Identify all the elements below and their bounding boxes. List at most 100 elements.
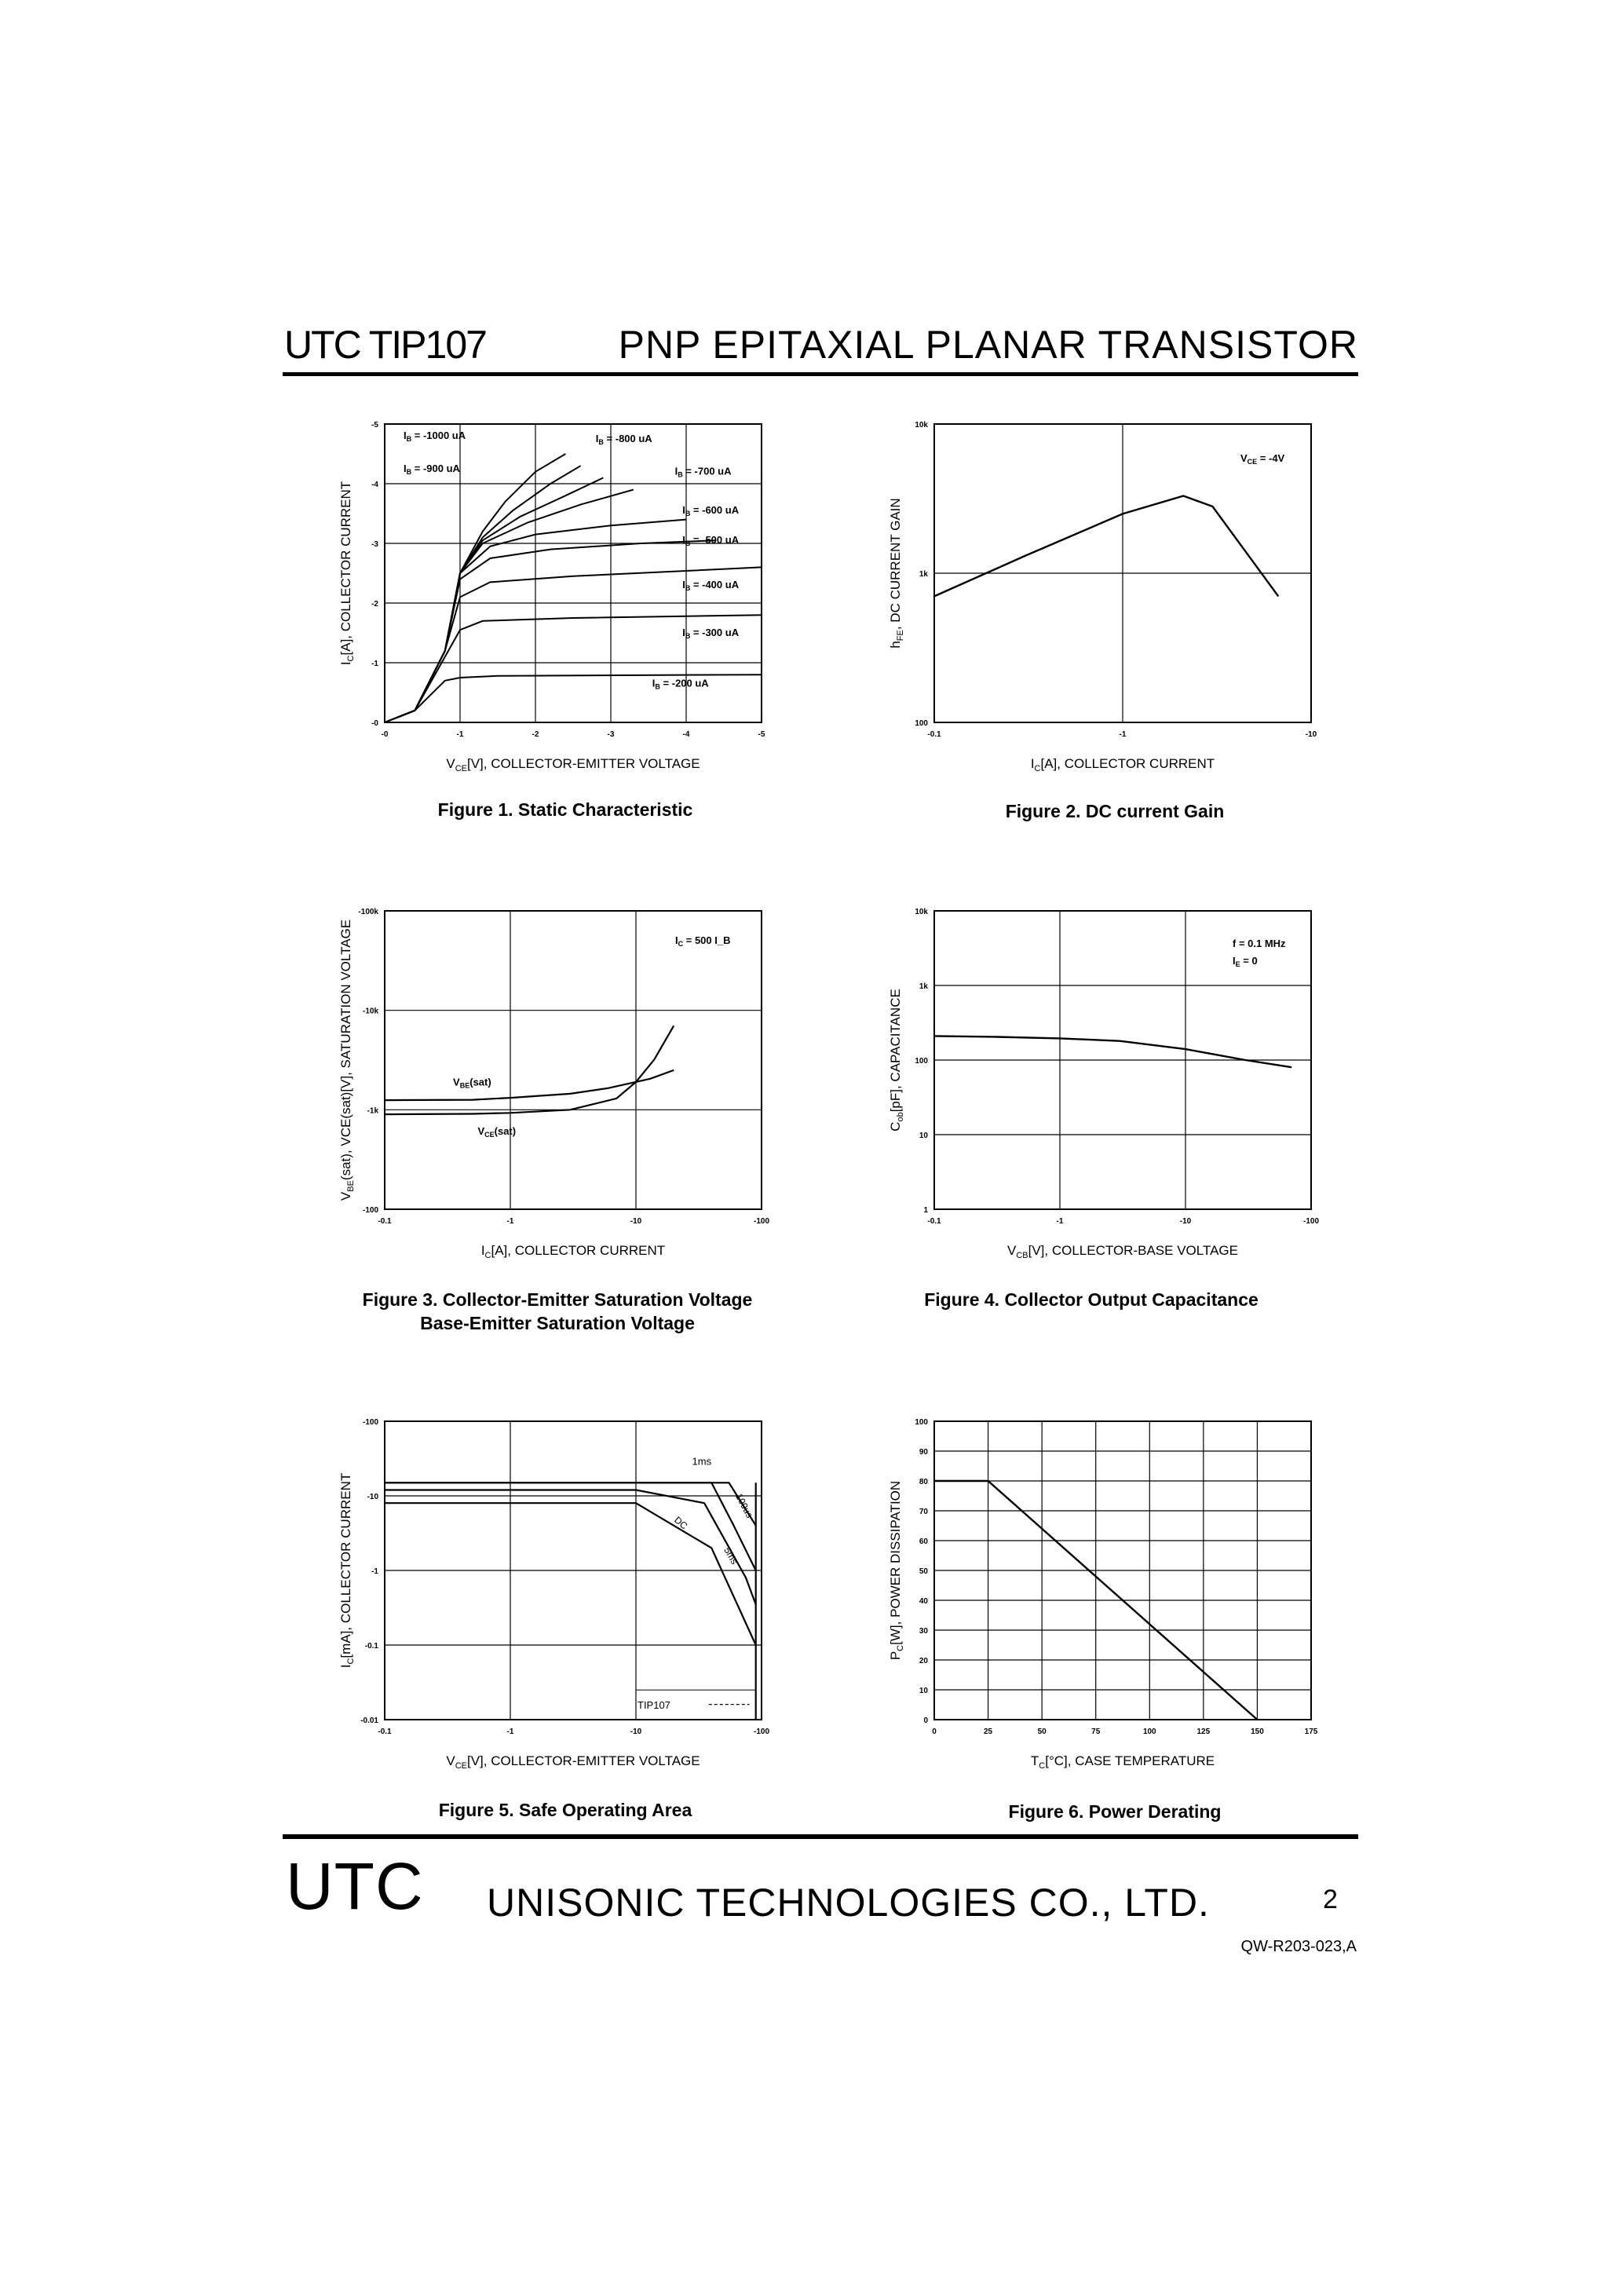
- y-tick-label: 10: [919, 1687, 929, 1695]
- y-axis-label-sub: C: [896, 1645, 905, 1651]
- curve-ib-1: [384, 465, 582, 723]
- utc-logo: UTC: [286, 1849, 424, 1923]
- y-axis-label-rest: [A], COLLECTOR CURRENT: [338, 481, 353, 656]
- y-axis-label-rest: , DC CURRENT GAIN: [888, 498, 903, 630]
- label-ib-500-rest: = -500 uA: [690, 534, 739, 546]
- y-axis-label-base: h: [888, 641, 903, 648]
- figure-4-caption: Figure 4. Collector Output Capacitance: [924, 1289, 1259, 1310]
- part-number: UTC TIP107: [284, 323, 488, 367]
- page-number: 2: [1323, 1885, 1338, 1914]
- x-tick-label: -0: [382, 730, 389, 739]
- document-number: QW-R203-023,A: [1240, 1938, 1357, 1955]
- figure-2-caption: Figure 2. DC current Gain: [1005, 801, 1225, 821]
- label-1ms: 1ms: [692, 1456, 712, 1468]
- x-tick-label: -4: [683, 730, 690, 739]
- label-vbe-sat-base: V: [453, 1077, 460, 1088]
- label-ib-400-rest: = -400 uA: [690, 579, 739, 590]
- x-tick-label: -1: [507, 1217, 514, 1226]
- y-axis-label-rest: [W], POWER DISSIPATION: [888, 1481, 903, 1645]
- figure-3-caption-line-2: Base-Emitter Saturation Voltage: [420, 1313, 695, 1333]
- label-ib-800-rest: = -800 uA: [604, 433, 652, 444]
- curve-ib-8: [384, 674, 762, 723]
- label-ib-900: IB = -900 uA: [404, 462, 461, 476]
- x-axis-label-rest: [A], COLLECTOR CURRENT: [491, 1243, 666, 1258]
- y-tick-label: 90: [919, 1448, 929, 1457]
- y-axis-label-sub: FE: [896, 630, 905, 641]
- y-axis-label-rest: [mA], COLLECTOR CURRENT: [338, 1473, 353, 1658]
- x-tick-label: -100: [754, 1217, 769, 1226]
- y-tick-label: 0: [923, 1717, 928, 1725]
- y-axis-label-base: I: [338, 661, 353, 665]
- tip107-box: [635, 1689, 757, 1720]
- x-axis-label-sub: C: [1035, 764, 1041, 773]
- y-tick-label: -100k: [358, 908, 378, 916]
- curve-ib-5: [384, 539, 717, 723]
- label-ib-300-rest: = -300 uA: [690, 627, 739, 638]
- y-tick-label: -10k: [363, 1007, 378, 1016]
- x-tick-label: -10: [1306, 730, 1317, 739]
- figure-5-caption: Figure 5. Safe Operating Area: [438, 1800, 692, 1820]
- label-ic-ib: IC = 500 I_B: [675, 934, 730, 948]
- label-ie-rest: = 0: [1240, 955, 1258, 967]
- y-tick-label: -1: [371, 660, 378, 668]
- y-tick-label: -1: [371, 1567, 378, 1576]
- label-ib-700-sub: B: [678, 471, 683, 479]
- curve-vbe-sat: [384, 1069, 674, 1102]
- y-tick-label: 10k: [915, 908, 928, 916]
- x-tick-label: -100: [1303, 1217, 1319, 1226]
- y-tick-label: -0: [371, 719, 378, 728]
- x-tick-label: -10: [1180, 1217, 1192, 1226]
- y-axis-label-sub: BE: [346, 1180, 356, 1192]
- header-rule: [283, 372, 1358, 376]
- label-ib-300-sub: B: [685, 632, 691, 640]
- x-axis-label-base: I: [481, 1243, 485, 1258]
- figure-6-caption: Figure 6. Power Derating: [1008, 1801, 1222, 1822]
- x-axis-label-base: I: [1031, 756, 1035, 771]
- x-tick-label: 25: [984, 1727, 993, 1736]
- x-axis-label-sub: CE: [455, 1761, 467, 1771]
- y-tick-label: -10: [367, 1493, 379, 1501]
- y-tick-label: 70: [919, 1508, 929, 1516]
- x-axis-label-sub: C: [485, 1251, 491, 1260]
- label-ib-600: IB = -600 uA: [682, 504, 740, 517]
- label-ic-ib-base: I: [675, 934, 678, 946]
- y-axis-label: VBE(sat), VCE(sat)[V], SATURATION VOLTAG…: [338, 919, 356, 1201]
- x-tick-label: -1: [457, 730, 464, 739]
- label-ib-900-base: I: [404, 462, 407, 474]
- label-vce-sub: CE: [1248, 458, 1258, 466]
- x-axis-label-rest: [A], COLLECTOR CURRENT: [1041, 756, 1215, 771]
- y-axis-label-base: P: [888, 1651, 903, 1660]
- y-tick-label: 10k: [915, 421, 928, 430]
- x-axis-label: VCE[V], COLLECTOR-EMITTER VOLTAGE: [446, 756, 700, 773]
- x-axis-label-base: V: [446, 1753, 455, 1768]
- x-tick-label: 0: [932, 1727, 937, 1736]
- company-name: UNISONIC TECHNOLOGIES CO., LTD.: [487, 1881, 1210, 1925]
- y-tick-label: 1: [923, 1206, 928, 1215]
- label-vbe-sat-rest: (sat): [469, 1077, 491, 1088]
- footer-rule: [283, 1834, 1358, 1839]
- y-tick-label: 1k: [919, 982, 929, 991]
- label-vbe-sat-sub: BE: [460, 1082, 470, 1090]
- label-ib-300: IB = -300 uA: [682, 627, 740, 640]
- x-tick-label: -100: [754, 1727, 769, 1736]
- label-frequency: f = 0.1 MHz: [1233, 938, 1286, 949]
- x-axis-label: VCE[V], COLLECTOR-EMITTER VOLTAGE: [446, 1753, 700, 1771]
- label-ib-400-sub: B: [685, 584, 691, 592]
- document-title: PNP EPITAXIAL PLANAR TRANSISTOR: [618, 323, 1358, 367]
- label-dc: DC: [672, 1515, 690, 1532]
- y-tick-label: -0.01: [360, 1717, 378, 1725]
- curve-soa-5ms: [385, 1489, 757, 1605]
- label-vce-rest: = -4V: [1257, 452, 1284, 464]
- plot-frame: [384, 910, 762, 1210]
- x-axis-label-rest: [V], COLLECTOR-EMITTER VOLTAGE: [467, 1753, 700, 1768]
- x-tick-label: -0.1: [378, 1727, 392, 1736]
- x-axis-label-rest: [V], COLLECTOR-BASE VOLTAGE: [1028, 1243, 1238, 1258]
- y-tick-label: 80: [919, 1478, 929, 1486]
- y-tick-label: -2: [371, 600, 378, 609]
- x-tick-label: 125: [1197, 1727, 1211, 1736]
- figure-3-caption: Figure 3. Collector-Emitter Saturation V…: [330, 1288, 785, 1335]
